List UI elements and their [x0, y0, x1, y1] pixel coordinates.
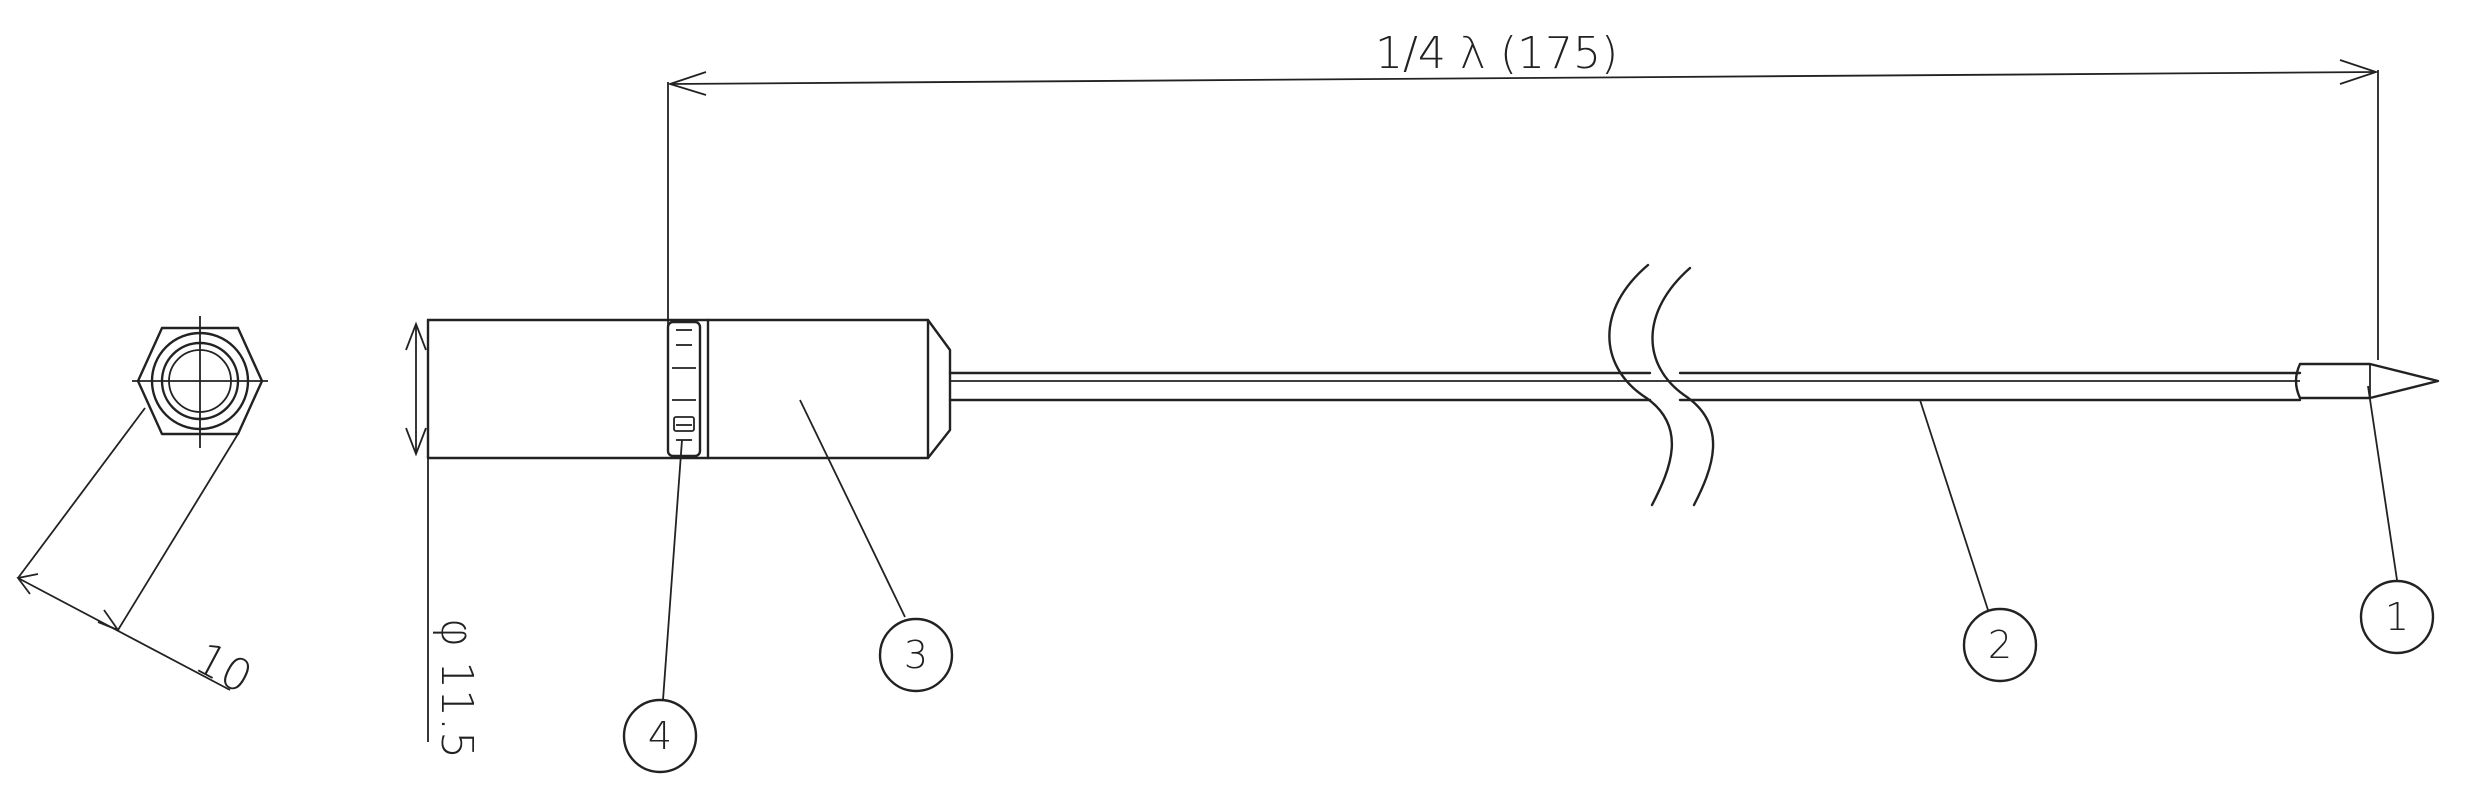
- balloon-part-2-number: 2: [1988, 623, 2012, 667]
- dimension-diameter-label: φ 11.5: [431, 618, 482, 759]
- dimension-hex-label: 10: [187, 633, 260, 704]
- hex-nut-end-view: [16, 316, 268, 691]
- balloon-part-4-number: 4: [648, 714, 672, 758]
- balloon-part-4: 4: [622, 698, 698, 774]
- probe-rod: [948, 371, 2302, 402]
- probe-tip: [2294, 362, 2440, 400]
- diameter-dimension: [405, 321, 429, 742]
- probe-body: [426, 318, 952, 460]
- connector-nut: [666, 320, 702, 458]
- leader-lines: [662, 385, 2398, 701]
- length-dimension: [667, 59, 2379, 360]
- dimension-length-label: 1/4 λ (175): [1375, 28, 1618, 79]
- balloon-part-3-number: 3: [904, 633, 928, 677]
- balloon-part-2: 2: [1962, 607, 2038, 683]
- break-symbol: [1608, 263, 1715, 507]
- balloon-part-1: 1: [2359, 579, 2435, 655]
- balloon-part-1-number: 1: [2385, 595, 2409, 639]
- balloon-part-3: 3: [878, 617, 954, 693]
